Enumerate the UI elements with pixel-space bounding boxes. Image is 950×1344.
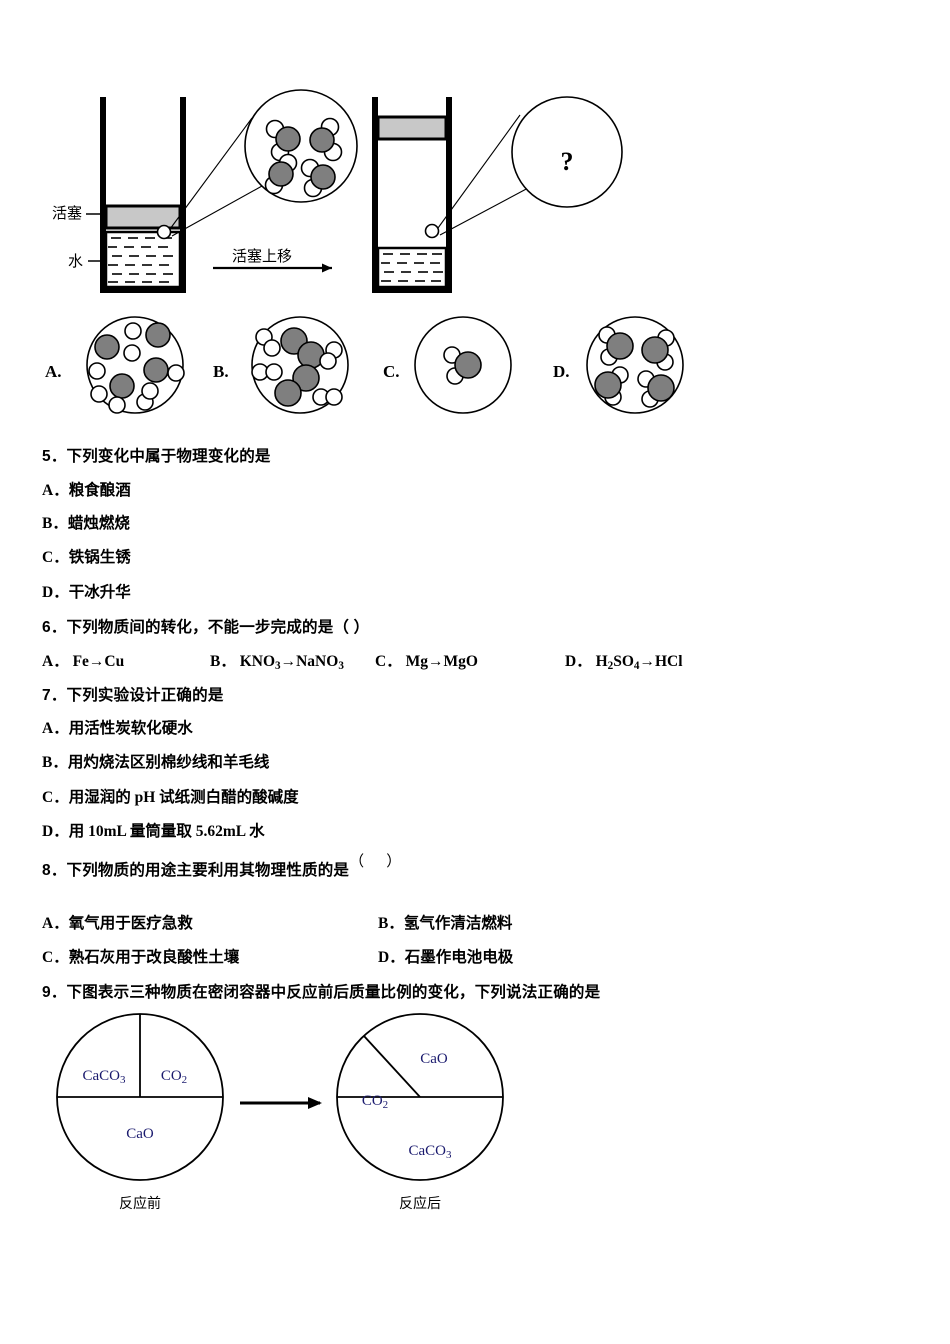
pie-after-label-caco3: CaCO3 [409,1143,453,1161]
question-6-option-b[interactable]: B． KNO3→NaNO3 [210,653,344,672]
question-mark-label: ? [561,147,574,176]
pie-before-label-co2: CO2 [161,1068,187,1086]
question-5-option-a[interactable]: A．粮食酿酒 [42,478,131,500]
question-9-text: 下图表示三种物质在密闭容器中反应前后质量比例的变化，下列说法正确的是 [66,984,601,1001]
option-letter: D． [565,653,592,670]
option-letter: C． [375,653,402,670]
pie-charts-figure: CaCO3 CO2 CaO 反应前 CO2 CaO CaCO3 反应后 [56,1013,504,1211]
arrow-label: 活塞上移 [232,247,292,265]
question-5-option-d[interactable]: D．干冰升华 [42,580,131,602]
molecule-options-figure: A. B. [45,316,684,414]
option-text: 蜡烛燃烧 [67,515,130,532]
option-text: 用 10mL 量筒量取 5.62mL 水 [68,823,265,840]
question-5-stem: 5．下列变化中属于物理变化的是 [42,444,271,466]
question-8-option-d[interactable]: D．石墨作电池电极 [378,945,513,967]
option-b-circle[interactable] [251,316,349,414]
question-6-text: 下列物质间的转化，不能一步完成的是（ ） [66,619,370,636]
option-a-circle[interactable] [86,316,185,414]
option-letter: D． [42,823,69,840]
option-letter: B． [42,515,68,532]
pie-before-label-caco3: CaCO3 [83,1068,127,1086]
option-text: 氧气用于医疗急救 [68,915,193,932]
question-8-answer-blank: （ ） [349,853,411,870]
option-letter-a: A. [45,362,62,381]
question-5-number: 5． [42,448,67,465]
label-water: 水 [68,253,83,270]
option-text: 氢气作清洁燃料 [403,915,513,932]
question-8-option-a[interactable]: A．氧气用于医疗急救 [42,911,193,933]
option-text: 熟石灰用于改良酸性土壤 [68,949,240,966]
left-syringe [100,97,186,293]
transition-arrow: 活塞上移 [213,247,332,273]
question-7-stem: 7．下列实验设计正确的是 [42,683,224,705]
syringe-apparatus-figure: 活塞 水 [52,89,623,293]
question-7-option-d[interactable]: D．用 10mL 量筒量取 5.62mL 水 [42,819,265,841]
reaction-arrow [240,1097,322,1109]
option-letter-b: B. [213,362,229,381]
question-7-option-c[interactable]: C．用湿润的 pH 试纸测白醋的酸碱度 [42,785,299,807]
option-letter: B． [42,754,68,771]
question-7-number: 7． [42,687,67,704]
option-text: 铁锅生锈 [68,549,131,566]
pie-after-caption: 反应后 [399,1195,441,1211]
option-c-circle[interactable] [414,316,512,414]
question-7-option-b[interactable]: B．用灼烧法区别棉纱线和羊毛线 [42,750,269,772]
question-6-option-d[interactable]: D． H2SO4→HCl [565,653,683,672]
label-piston: 活塞 [52,204,82,222]
question-6-number: 6． [42,619,67,636]
pie-before-label-cao: CaO [126,1126,154,1142]
question-9-stem: 9．下图表示三种物质在密闭容器中反应前后质量比例的变化，下列说法正确的是 [42,980,600,1002]
option-letter: A． [42,915,69,932]
question-5-option-c[interactable]: C．铁锅生锈 [42,545,131,567]
magnified-water-molecules [169,89,358,237]
option-letter: C． [42,549,69,566]
option-letter-d: D. [553,362,570,381]
option-letter: C． [42,949,69,966]
question-5-option-b[interactable]: B．蜡烛燃烧 [42,511,130,533]
option-letter: B． [210,653,236,670]
option-letter: A． [42,482,69,499]
option-letter: A． [42,720,69,737]
question-7-option-a[interactable]: A．用活性炭软化硬水 [42,716,193,738]
option-letter: A． [42,653,69,670]
option-text: 用灼烧法区别棉纱线和羊毛线 [67,754,270,771]
option-text: 干冰升华 [68,584,131,601]
question-9-number: 9． [42,984,67,1001]
question-8-option-c[interactable]: C．熟石灰用于改良酸性土壤 [42,945,239,967]
question-7-text: 下列实验设计正确的是 [66,687,224,704]
question-6-option-c[interactable]: C． Mg→MgO [375,653,478,670]
right-syringe [372,97,452,293]
option-letter: B． [378,915,404,932]
option-letter: C． [42,789,69,806]
pie-after-label-cao: CaO [420,1051,448,1067]
option-letter: D． [42,584,69,601]
question-8-stem: 8．下列物质的用途主要利用其物理性质的是（ ） [42,853,410,880]
pie-after-label-co2: CO2 [362,1093,388,1111]
pie-chart-after: CO2 CaO CaCO3 [336,1013,504,1181]
option-text: 石墨作电池电极 [404,949,514,966]
option-text: 粮食酿酒 [68,482,131,499]
option-letter: D． [378,949,405,966]
question-8-option-b[interactable]: B．氢气作清洁燃料 [378,911,512,933]
option-letter-c: C. [383,362,400,381]
question-6-option-a[interactable]: A． Fe→Cu [42,653,125,670]
question-6-stem: 6．下列物质间的转化，不能一步完成的是（ ） [42,615,369,637]
option-text: 用活性炭软化硬水 [68,720,193,737]
question-8-text: 下列物质的用途主要利用其物理性质的是 [66,862,350,879]
magnified-unknown: ? [437,96,623,236]
question-8-number: 8． [42,862,67,879]
option-text: 用湿润的 pH 试纸测白醋的酸碱度 [68,789,299,806]
question-5-text: 下列变化中属于物理变化的是 [66,448,271,465]
pie-before-caption: 反应前 [119,1195,161,1211]
pie-chart-before: CaCO3 CO2 CaO [56,1013,224,1181]
option-d-circle[interactable] [586,316,684,414]
